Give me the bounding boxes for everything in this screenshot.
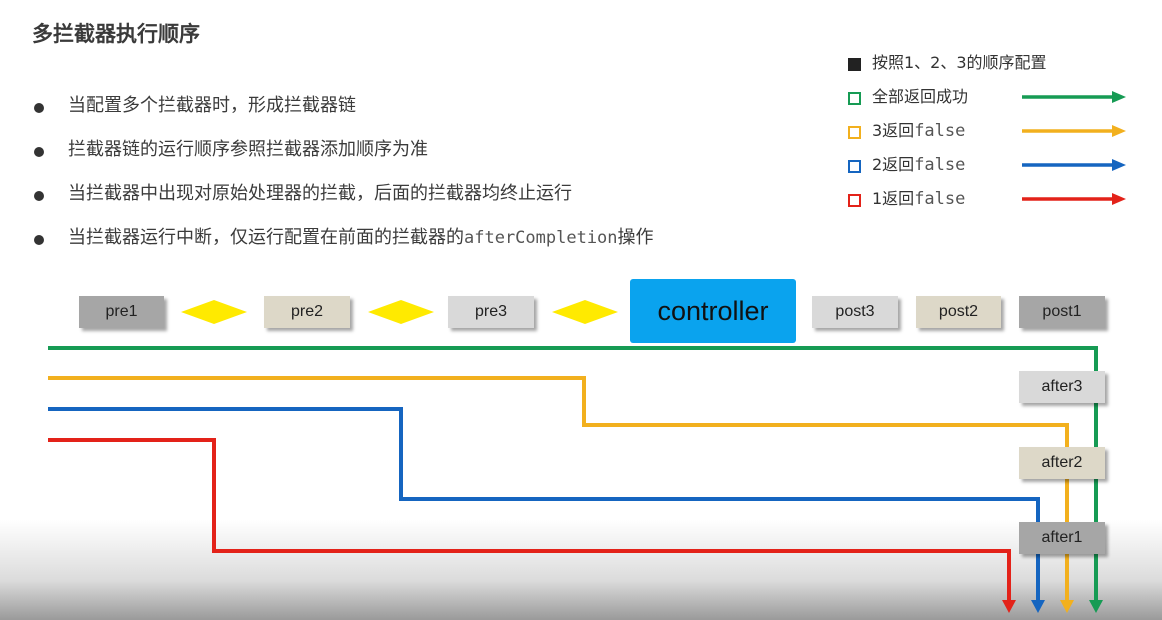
bullet-text: 当拦截器中出现对原始处理器的拦截，后面的拦截器均终止运行 (68, 183, 572, 204)
green-arrowhead-icon (1089, 600, 1103, 613)
legend-code: false (914, 189, 966, 209)
legend-label: 2返回 (872, 155, 915, 174)
pre1-box: pre1 (79, 296, 164, 328)
green-square-icon (848, 92, 861, 105)
post2-box: post2 (916, 296, 1001, 328)
yellow-square-icon (848, 126, 861, 139)
bullet-text: 当拦截器运行中断，仅运行配置在前面的拦截器的 (68, 227, 464, 248)
red-square-icon (848, 194, 861, 207)
red-arrow-icon (1022, 193, 1126, 205)
bullet-text: 当配置多个拦截器时，形成拦截器链 (68, 95, 356, 116)
bullet-code: afterCompletion (464, 228, 618, 248)
legend-code: false (914, 121, 966, 141)
after1-box: after1 (1019, 522, 1105, 554)
legend-label: 1返回 (872, 189, 915, 208)
legend-label: 全部返回成功 (872, 87, 969, 106)
bullet-list: 当配置多个拦截器时，形成拦截器链 拦截器链的运行顺序参照拦截器添加顺序为准 当拦… (30, 90, 654, 266)
after2-box: after2 (1019, 447, 1105, 479)
yellow-flow-line (48, 376, 1069, 604)
controller-box: controller (630, 279, 796, 343)
legend-item: 2返回false (846, 152, 1136, 186)
blue-arrowhead-icon (1031, 600, 1045, 613)
bullet-item: 拦截器链的运行顺序参照拦截器添加顺序为准 (30, 134, 654, 178)
blue-square-icon (848, 160, 861, 173)
legend-code: false (914, 155, 966, 175)
yellow-arrow-icon (1022, 125, 1126, 137)
red-flow-line (48, 438, 1011, 604)
bullet-item: 当配置多个拦截器时，形成拦截器链 (30, 90, 654, 134)
legend-header: 按照1、2、3的顺序配置 (846, 50, 1136, 84)
diamond-icon (181, 300, 247, 324)
legend-item: 全部返回成功 (846, 84, 1136, 118)
filled-square-icon (848, 58, 861, 71)
bullet-dot-icon (34, 191, 44, 201)
green-arrow-icon (1022, 91, 1126, 103)
slide-title: 多拦截器执行顺序 (32, 22, 200, 46)
legend-label: 3返回 (872, 121, 915, 140)
post1-box: post1 (1019, 296, 1105, 328)
after3-box: after3 (1019, 371, 1105, 403)
bullet-dot-icon (34, 147, 44, 157)
red-arrowhead-icon (1002, 600, 1016, 613)
legend-item: 1返回false (846, 186, 1136, 220)
bullet-text: 拦截器链的运行顺序参照拦截器添加顺序为准 (68, 139, 428, 160)
blue-arrow-icon (1022, 159, 1126, 171)
yellow-arrowhead-icon (1060, 600, 1074, 613)
bullet-suffix: 操作 (617, 227, 654, 248)
bullet-dot-icon (34, 235, 44, 245)
diamond-icon (368, 300, 434, 324)
bullet-item: 当拦截器中出现对原始处理器的拦截，后面的拦截器均终止运行 (30, 178, 654, 222)
legend: 按照1、2、3的顺序配置 全部返回成功 3返回false 2返回false 1返… (846, 50, 1136, 220)
post3-box: post3 (812, 296, 898, 328)
pre3-box: pre3 (448, 296, 534, 328)
green-flow-line (48, 346, 1098, 604)
bullet-item: 当拦截器运行中断，仅运行配置在前面的拦截器的afterCompletion操作 (30, 222, 654, 266)
legend-item: 3返回false (846, 118, 1136, 152)
legend-header-text: 按照1、2、3的顺序配置 (872, 53, 1047, 72)
bullet-dot-icon (34, 103, 44, 113)
diamond-icon (552, 300, 618, 324)
pre2-box: pre2 (264, 296, 350, 328)
